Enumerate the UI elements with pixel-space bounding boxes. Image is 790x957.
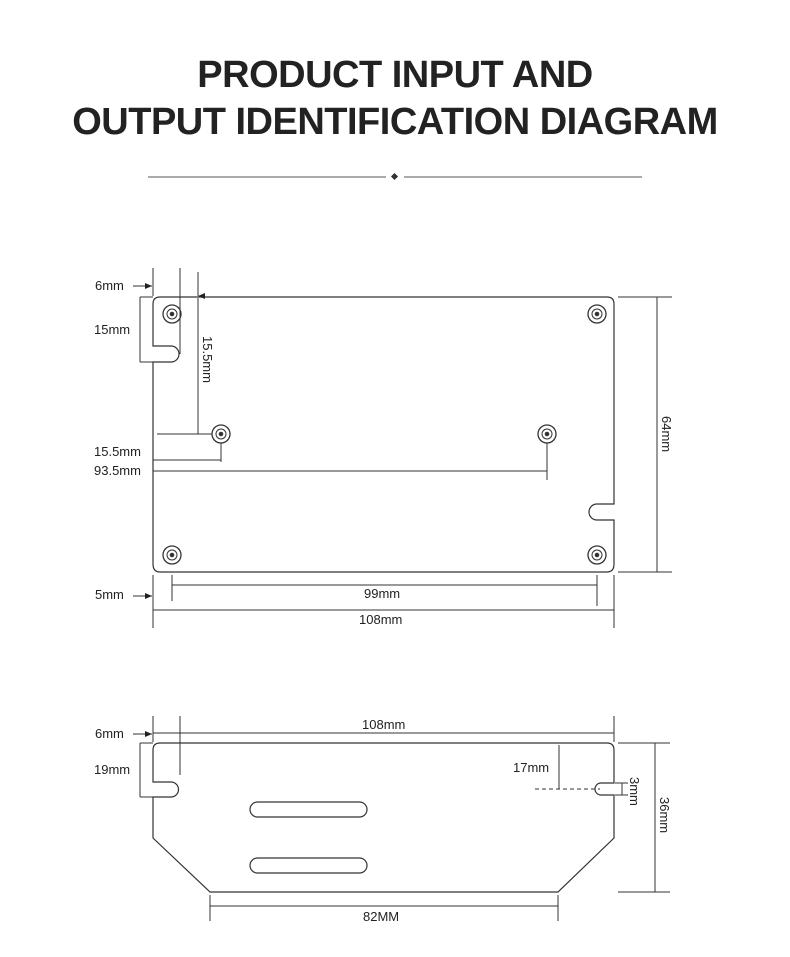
dim-label-82mm: 82MM: [363, 909, 399, 924]
top-view-plate-outline: [152, 296, 615, 573]
top-view: [152, 268, 615, 573]
dim-label-108mm: 108mm: [359, 612, 402, 627]
page-title: PRODUCT INPUT AND OUTPUT IDENTIFICATION …: [0, 52, 790, 146]
mounting-hole-icon: [211, 424, 231, 444]
side-view-dimension-lines: [133, 716, 670, 921]
dim-label-99mm: 99mm: [364, 586, 400, 601]
side-view-plate-outline: [152, 742, 615, 893]
top-view-mounting-holes: [162, 304, 607, 565]
mounting-hole-icon: [162, 304, 182, 324]
dim-label-6mm: 6mm: [95, 278, 124, 293]
dim-label-93-5mm: 93.5mm: [94, 463, 141, 478]
dim-label-3mm: 3mm: [627, 777, 642, 806]
dim-label-15mm: 15mm: [94, 322, 130, 337]
dim-label-108mm: 108mm: [362, 717, 405, 732]
dim-label-5mm: 5mm: [95, 587, 124, 602]
title-line-2: OUTPUT IDENTIFICATION DIAGRAM: [72, 101, 718, 143]
dim-label-6mm: 6mm: [95, 726, 124, 741]
side-view: [152, 716, 615, 893]
mounting-hole-icon: [162, 545, 182, 565]
ventilation-slot: [249, 801, 368, 818]
dim-label-19mm: 19mm: [94, 762, 130, 777]
dim-label-64mm: 64mm: [659, 416, 674, 452]
dim-label-36mm: 36mm: [657, 797, 672, 833]
ventilation-slot: [249, 857, 368, 874]
dim-label-15-5mm: 15.5mm: [94, 444, 141, 459]
top-view-dimension-lines: [133, 268, 672, 628]
mounting-hole-icon: [587, 545, 607, 565]
mounting-hole-icon: [587, 304, 607, 324]
dim-label-15-5mm-vertical: 15.5mm: [200, 336, 215, 383]
title-divider: [148, 172, 642, 181]
dim-label-17mm: 17mm: [513, 760, 549, 775]
mounting-hole-icon: [537, 424, 557, 444]
title-line-1: PRODUCT INPUT AND: [197, 54, 593, 96]
